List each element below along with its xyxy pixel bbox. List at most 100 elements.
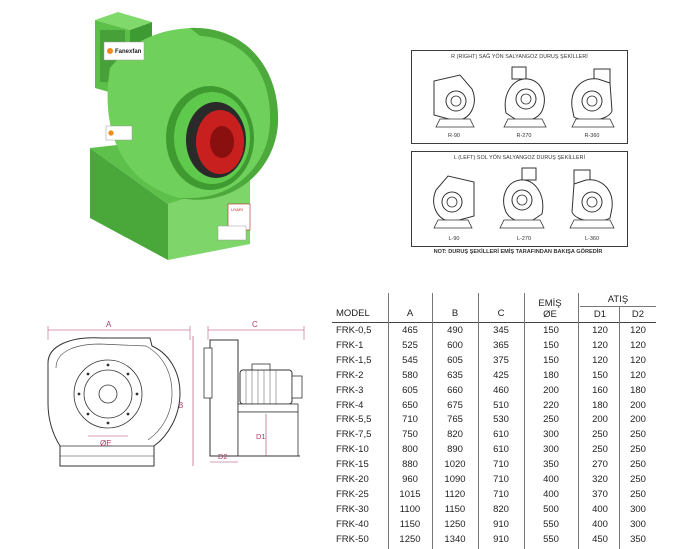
c-cell: 710 bbox=[493, 488, 509, 500]
e-cell: 180 bbox=[543, 369, 559, 381]
a-cell: 1250 bbox=[399, 533, 421, 545]
left-orientation-panel: L (LEFT) SOL YÖN SALYANGOZ DURUŞ ŞEKİLLE… bbox=[411, 151, 628, 247]
d1-cell: 320 bbox=[592, 474, 608, 485]
label-r90: R-90 bbox=[448, 133, 460, 139]
product-photo: Fanexfan UYARI bbox=[60, 8, 300, 270]
side-view-drawing: C D1 D2 bbox=[200, 318, 316, 470]
front-view-drawing: A B ØE bbox=[30, 318, 200, 470]
b-cell: 600 bbox=[447, 339, 463, 351]
d2-cell: 200 bbox=[630, 414, 646, 426]
a-cell: 525 bbox=[402, 339, 418, 351]
model-cell: FRK-50 bbox=[336, 533, 369, 545]
model-cell: FRK-3 bbox=[336, 384, 364, 396]
e-cell: 150 bbox=[543, 325, 559, 336]
orientation-note: NOT: DURUŞ ŞEKİLLERİ EMİŞ TARAFINDAN BAK… bbox=[433, 249, 603, 255]
left-orientation-title: L (LEFT) SOL YÖN SALYANGOZ DURUŞ ŞEKİLLE… bbox=[453, 155, 586, 161]
c-cell: 610 bbox=[493, 429, 509, 441]
d2-cell: 200 bbox=[630, 399, 646, 411]
b-cell: 1150 bbox=[444, 503, 466, 515]
column-divider bbox=[524, 293, 525, 549]
e-cell: 150 bbox=[543, 339, 559, 351]
model-cell: FRK-20 bbox=[336, 474, 369, 485]
d2-cell: 250 bbox=[630, 488, 646, 500]
d1-cell: 180 bbox=[592, 399, 608, 411]
b-cell: 635 bbox=[447, 369, 463, 381]
b-cell: 1020 bbox=[444, 459, 466, 471]
d1-cell: 150 bbox=[592, 369, 608, 381]
e-cell: 500 bbox=[543, 503, 559, 515]
d1-cell: 400 bbox=[592, 503, 608, 515]
model-cell: FRK-0,5 bbox=[336, 325, 372, 336]
header-b: B bbox=[451, 308, 459, 319]
b-cell: 1340 bbox=[444, 533, 466, 545]
c-cell: 610 bbox=[493, 444, 509, 456]
dim-c-label: C bbox=[252, 320, 258, 329]
b-cell: 605 bbox=[447, 354, 463, 366]
column-divider bbox=[578, 293, 579, 549]
d1-cell: 250 bbox=[592, 429, 608, 441]
d1-cell: 200 bbox=[592, 414, 608, 426]
d1-cell: 120 bbox=[592, 354, 608, 366]
model-cell: FRK-7,5 bbox=[336, 429, 372, 441]
c-cell: 910 bbox=[493, 518, 509, 530]
fan-l360-figure bbox=[569, 169, 615, 229]
e-cell: 400 bbox=[543, 488, 559, 500]
d1-cell: 250 bbox=[592, 444, 608, 456]
c-cell: 910 bbox=[493, 533, 509, 545]
model-cell: FRK-40 bbox=[336, 518, 369, 530]
b-cell: 890 bbox=[447, 444, 463, 456]
header-model: MODEL bbox=[336, 308, 370, 319]
a-cell: 800 bbox=[402, 444, 418, 456]
header-divider bbox=[332, 322, 656, 323]
dim-d2-label: D2 bbox=[218, 452, 228, 461]
label-l360: L-360 bbox=[584, 236, 600, 242]
e-cell: 350 bbox=[543, 459, 559, 471]
fan-l270-figure bbox=[499, 167, 545, 229]
d2-cell: 300 bbox=[630, 503, 646, 515]
label-r270: R-270 bbox=[516, 133, 532, 139]
a-cell: 1015 bbox=[399, 488, 421, 500]
b-cell: 1120 bbox=[444, 488, 466, 500]
b-cell: 765 bbox=[447, 414, 463, 426]
model-cell: FRK-15 bbox=[336, 459, 369, 471]
b-cell: 490 bbox=[447, 325, 463, 336]
dim-e-label: ØE bbox=[100, 439, 112, 448]
column-divider bbox=[432, 293, 433, 549]
dim-d1-label: D1 bbox=[256, 432, 266, 441]
model-cell: FRK-25 bbox=[336, 488, 369, 500]
a-cell: 880 bbox=[402, 459, 418, 471]
model-cell: FRK-1,5 bbox=[336, 354, 372, 366]
logo-text: Fanexfan bbox=[115, 49, 142, 55]
e-cell: 220 bbox=[543, 399, 559, 411]
model-cell: FRK-2 bbox=[336, 369, 364, 381]
d1-cell: 450 bbox=[592, 533, 608, 545]
e-cell: 300 bbox=[543, 429, 559, 441]
d2-cell: 180 bbox=[630, 384, 646, 396]
d1-cell: 270 bbox=[592, 459, 608, 471]
d1-cell: 370 bbox=[592, 488, 608, 500]
header-atis: ATIŞ bbox=[607, 294, 629, 305]
column-divider bbox=[619, 306, 620, 549]
a-cell: 465 bbox=[402, 325, 418, 336]
b-cell: 820 bbox=[447, 429, 463, 441]
b-cell: 660 bbox=[447, 384, 463, 396]
d2-cell: 120 bbox=[630, 339, 646, 351]
d2-cell: 350 bbox=[630, 533, 646, 545]
warning-label: UYARI bbox=[231, 207, 243, 212]
d2-cell: 120 bbox=[630, 325, 646, 336]
label-l270: L-270 bbox=[516, 236, 532, 242]
header-d1: D1 bbox=[593, 309, 607, 320]
model-cell: FRK-1 bbox=[336, 339, 364, 351]
c-cell: 365 bbox=[493, 339, 509, 351]
model-cell: FRK-5,5 bbox=[336, 414, 372, 426]
header-a: A bbox=[406, 308, 414, 319]
e-cell: 150 bbox=[543, 354, 559, 366]
a-cell: 710 bbox=[402, 414, 418, 426]
header-emis: EMİŞ bbox=[538, 298, 562, 309]
